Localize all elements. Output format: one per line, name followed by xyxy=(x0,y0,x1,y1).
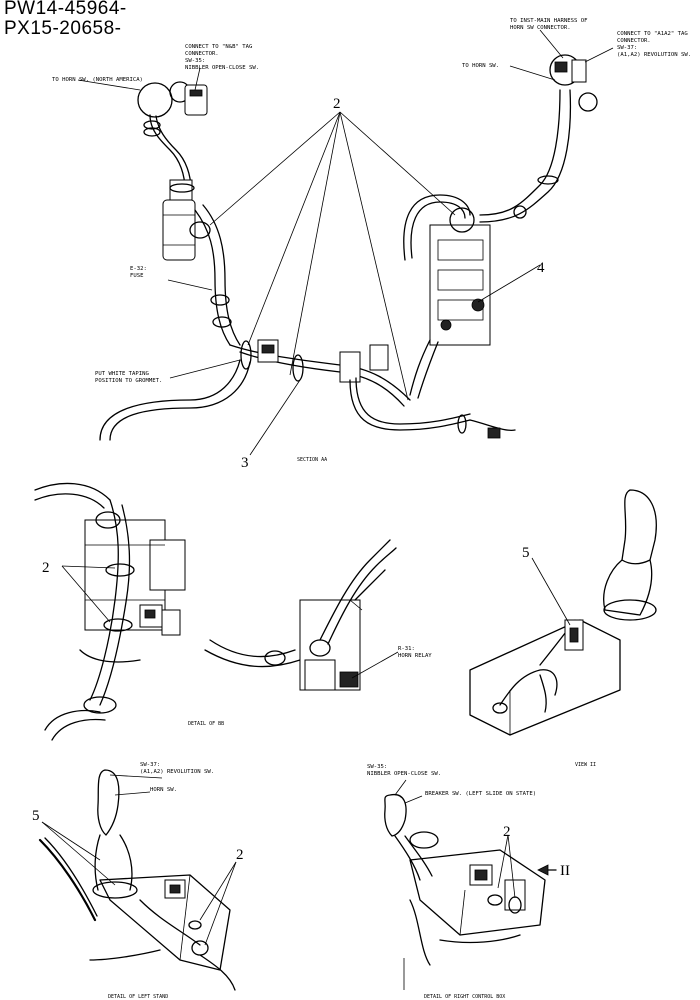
callout-4: 4 xyxy=(537,260,545,276)
caption-detail-bb: DETAIL OF BB xyxy=(188,721,224,727)
callout-5: 5 xyxy=(32,808,40,824)
label-a1a2-line2: CONNECTOR. xyxy=(617,38,651,44)
label-sw37-id: SW-37: xyxy=(140,762,160,768)
right-box-drawing xyxy=(384,779,557,990)
callout-2: 2 xyxy=(333,96,341,112)
label-breaker-sw: BREAKER SW. (LEFT SLIDE ON STATE) xyxy=(425,791,536,797)
caption-section-aa: SECTION AA xyxy=(297,457,327,463)
label-horn-sw-north-america: TO HORN SW. (NORTH AMERICA) xyxy=(52,77,143,83)
caption-view-ii: VIEW II xyxy=(575,762,596,768)
view-ii-drawing xyxy=(469,489,657,736)
callout-2: 2 xyxy=(42,560,50,576)
label-a1a2-line4: (A1,A2) REVOLUTION SW. xyxy=(617,52,691,58)
horn-relay-drawing xyxy=(204,539,399,691)
label-a1a2-line3: SW-37: xyxy=(617,45,637,51)
label-fuse-id: E-32: xyxy=(130,266,147,272)
section-aa-labels: TO HORN SW. (NORTH AMERICA) CONNECT TO "… xyxy=(52,18,691,471)
label-sw35-id: SW-35: xyxy=(367,764,387,770)
label-fuse: FUSE xyxy=(130,273,144,279)
view-marker-ii: II xyxy=(560,863,570,879)
callout-2: 2 xyxy=(503,824,511,840)
left-stand-drawing xyxy=(38,769,237,991)
label-horn-sw: HORN SW. xyxy=(150,787,177,793)
horn-relay-labels: R-31: HORN RELAY xyxy=(398,646,432,659)
view-ii-labels: 5 VIEW II xyxy=(522,545,596,768)
label-to-horn-sw: TO HORN SW. xyxy=(462,63,499,69)
label-taping-line2: POSITION TO GROMMET. xyxy=(95,378,162,384)
label-connect-nb-line2: CONNECTOR. xyxy=(185,51,219,57)
section-aa-drawing xyxy=(77,29,614,456)
left-stand-labels: SW-37: (A1,A2) REVOLUTION SW. HORN SW. 5… xyxy=(32,762,244,1000)
label-taping-line1: PUT WHITE TAPING xyxy=(95,371,150,377)
label-horn-relay: HORN RELAY xyxy=(398,653,432,659)
label-connect-nb-line4: NIBBLER OPEN-CLOSE SW. xyxy=(185,65,259,71)
callout-3: 3 xyxy=(241,455,249,471)
label-connect-nb-line1: CONNECT TO "N&B" TAG xyxy=(185,44,253,50)
part-number-line-2: PX15-20658- xyxy=(4,18,122,39)
label-horn-relay-id: R-31: xyxy=(398,646,415,652)
detail-bb-drawing xyxy=(34,482,186,741)
caption-right-control-box: DETAIL OF RIGHT CONTROL BOX xyxy=(424,994,505,1000)
callout-5: 5 xyxy=(522,545,530,561)
callout-2: 2 xyxy=(236,847,244,863)
label-nibbler-sw: NIBBLER OPEN-CLOSE SW. xyxy=(367,771,441,777)
label-inst-main-line1: TO INST-MAIN HARNESS OF xyxy=(510,18,588,24)
label-connect-nb-line3: SW-35: xyxy=(185,58,205,64)
detail-bb-labels: 2 DETAIL OF BB xyxy=(42,560,224,727)
label-inst-main-line2: HORN SW CONNECTOR. xyxy=(510,25,571,31)
caption-left-stand: DETAIL OF LEFT STAND xyxy=(108,994,168,1000)
label-a1a2-line1: CONNECT TO "A1A2" TAG xyxy=(617,31,688,37)
right-box-labels: SW-35: NIBBLER OPEN-CLOSE SW. BREAKER SW… xyxy=(367,764,570,1000)
label-revolution-sw: (A1,A2) REVOLUTION SW. xyxy=(140,769,214,775)
part-number-line-1: PW14-45964- xyxy=(4,0,127,19)
